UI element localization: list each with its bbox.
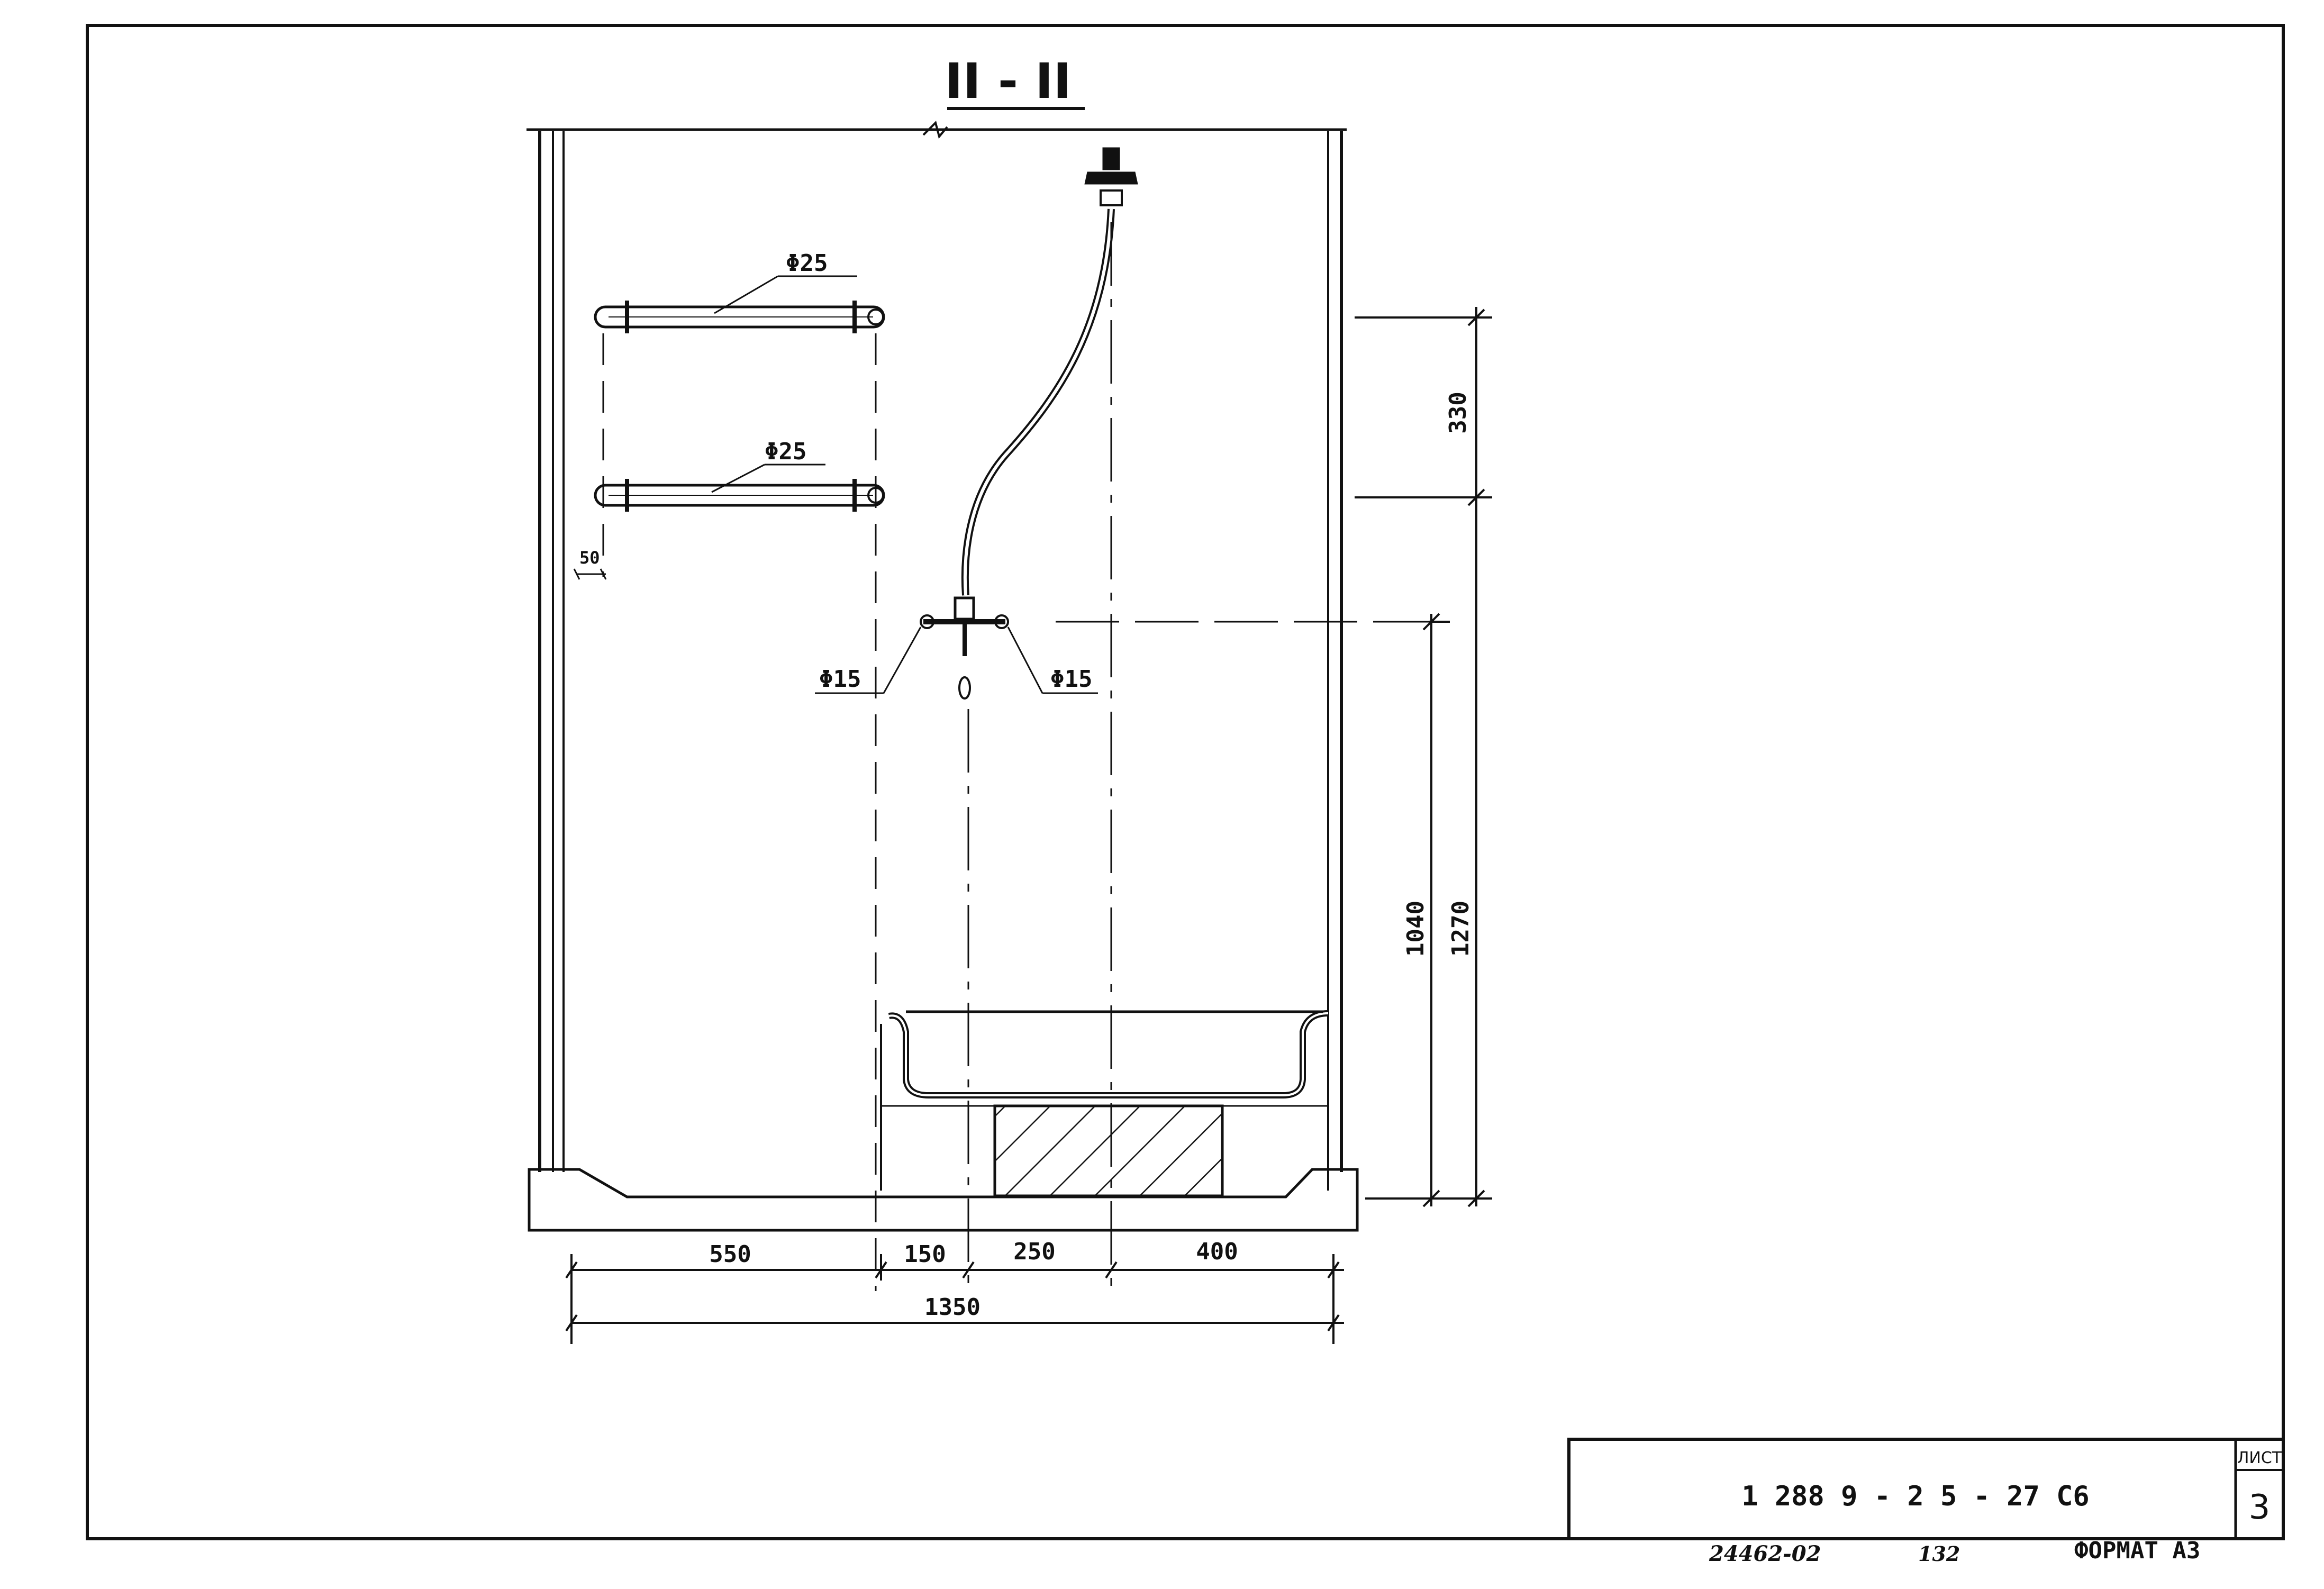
label-mixer-left: Φ15 <box>815 626 922 694</box>
grab-rail-upper <box>594 301 885 333</box>
section-title-text: II - II <box>945 53 1071 110</box>
floor-tray <box>528 1168 1359 1232</box>
tray-support-block <box>993 1104 1224 1197</box>
mixer-right-diameter: Φ15 <box>1050 666 1092 693</box>
shower-head <box>1084 147 1138 206</box>
sheet-number: 3 <box>2249 1488 2271 1527</box>
shower-hose <box>961 208 1115 596</box>
vertical-dimensions <box>1355 307 1492 1207</box>
center-lines <box>602 222 1429 1291</box>
title-block <box>1567 1438 2285 1540</box>
sheet-label: ЛИСТ <box>2237 1449 2282 1467</box>
label-mixer-right: Φ15 <box>1007 626 1098 694</box>
label-rail-upper: Φ25 <box>714 250 857 314</box>
mixer-left-diameter: Φ15 <box>819 666 861 693</box>
inventory-number: 24462-02 <box>1709 1541 1821 1566</box>
dim-550: 550 <box>709 1241 751 1268</box>
shower-tray <box>880 1010 1329 1191</box>
horizontal-dimensions <box>565 1254 1344 1344</box>
break-mark <box>922 121 948 139</box>
dim-330: 330 <box>1445 392 1472 433</box>
dim-250: 250 <box>1013 1238 1055 1265</box>
dim-150: 150 <box>904 1241 946 1268</box>
dimension-50-text: 50 <box>579 548 600 568</box>
shower-cabin <box>526 121 1359 1232</box>
rail-lower-diameter: Φ25 <box>765 438 806 465</box>
grab-rail-lower <box>594 479 885 512</box>
drawing-designation: 1 288 9 - 2 5 - 27 С6 <box>1741 1481 2089 1512</box>
dimension-50: 50 <box>573 548 607 580</box>
dim-1350: 1350 <box>924 1294 981 1321</box>
dim-400: 400 <box>1196 1238 1238 1265</box>
dim-1270: 1270 <box>1447 901 1474 957</box>
copy-number: 132 <box>1918 1542 1960 1566</box>
rail-upper-diameter: Φ25 <box>786 250 828 277</box>
sheet-format: ФОРМАТ А3 <box>2074 1537 2200 1564</box>
sheet-frame <box>86 24 2285 1540</box>
mixer-tap <box>920 596 1009 700</box>
dim-1040: 1040 <box>1402 901 1429 957</box>
label-rail-lower: Φ25 <box>711 438 825 493</box>
section-title: II - II <box>945 53 1085 110</box>
